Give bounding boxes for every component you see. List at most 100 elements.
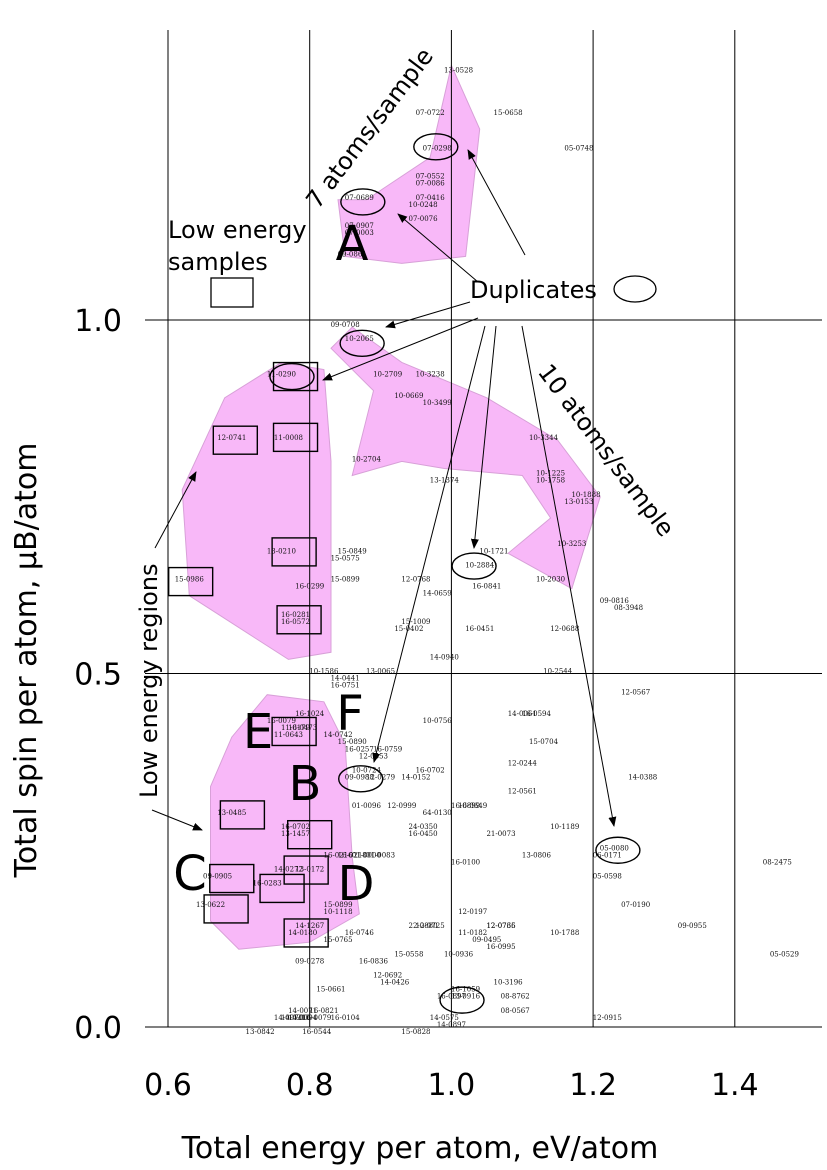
point-label: 09-0988: [345, 774, 374, 782]
point-label: 64-0130: [423, 809, 452, 817]
point-label: 15-0658: [494, 109, 523, 117]
low-energy-regions-label: Low energy regions: [135, 563, 163, 798]
region-2: [181, 361, 332, 660]
point-label: 08-0567: [501, 1007, 530, 1015]
duplicates-arrows: [322, 149, 617, 827]
point-label: 13-1457: [281, 830, 310, 838]
point-label: 16-0836: [359, 957, 389, 965]
region-3: [210, 694, 360, 950]
grid-layer: [145, 30, 822, 1028]
x-tick-label: 0.6: [144, 1068, 192, 1103]
point-label: 10-3344: [529, 434, 559, 442]
point-label: 10-3238: [416, 371, 445, 379]
point-label: 16-1059: [451, 986, 480, 994]
point-label: 10-1721: [479, 547, 508, 555]
point-label: 07-0076: [409, 215, 439, 223]
point-label: 12-0688: [550, 625, 579, 633]
box-marker: [272, 422, 319, 453]
point-label: 14-0441: [331, 675, 360, 683]
point-label: 09-0905: [203, 873, 232, 881]
point-label: 10-2704: [352, 455, 382, 463]
region-arrows: [151, 471, 203, 831]
point-label: 12-0725: [416, 922, 445, 930]
arrow-to-07-0689: [397, 213, 479, 283]
point-label: 10-0936: [444, 950, 474, 958]
duplicates-legend-ellipse: [613, 275, 657, 303]
point-label: 15-0402: [394, 625, 423, 633]
point-label: 14-0180: [288, 929, 317, 937]
point-label: 13-0153: [564, 498, 593, 506]
arrow-to-09-0988: [372, 325, 486, 763]
point-label: 09-0708: [331, 321, 360, 329]
point-label: 16-0759: [373, 745, 402, 753]
point-label: 10-1189: [550, 823, 579, 831]
point-label: 07-0722: [416, 109, 445, 117]
point-label: 10-1118: [323, 908, 352, 916]
box-marker: [283, 918, 329, 948]
point-label: 07-0552: [416, 173, 445, 181]
point-label: 16-0702: [281, 823, 310, 831]
box-marker: [212, 425, 259, 455]
point-label: 14-0742: [323, 731, 352, 739]
point-label: 16-0841: [472, 583, 501, 591]
x-axis-label: Total energy per atom, eV/atom: [181, 1131, 659, 1166]
point-label: 16-0450: [409, 830, 438, 838]
point-label: 10-2709: [373, 371, 402, 379]
low-energy-samples-line1: Low energy: [168, 216, 307, 244]
point-label: 14-0575: [430, 1014, 459, 1022]
point-label: 15-0849: [338, 547, 367, 555]
point-label: 01-0083: [366, 851, 395, 859]
point-label: 10-1788: [550, 929, 579, 937]
point-label: 10-2065: [345, 335, 374, 343]
region-letter-d: D: [338, 856, 375, 912]
duplicate-ellipse: [339, 329, 385, 358]
point-label: 05-0529: [770, 950, 799, 958]
x-tick-label: 1.0: [428, 1068, 476, 1103]
x-tick-label: 0.8: [286, 1068, 334, 1103]
point-label: 10-0724: [352, 766, 382, 774]
point-label: 14-0071: [288, 1007, 317, 1015]
point-label: 10-1888: [571, 491, 600, 499]
point-label: 10-2544: [543, 668, 573, 676]
point-label: 14-0940: [430, 653, 459, 661]
duplicate-ellipse: [338, 765, 384, 793]
point-label: 10-0669: [394, 392, 423, 400]
point-label: 13-0172: [295, 865, 324, 873]
y-tick-label: 0.0: [74, 1011, 122, 1046]
point-label: 15-0986: [175, 576, 205, 584]
point-label: 14-0210: [281, 1014, 310, 1022]
point-label: 12-0999: [387, 802, 416, 810]
point-label: 07-0416: [416, 194, 446, 202]
point-label: 09-0955: [678, 922, 707, 930]
point-label: 16-0702: [416, 766, 445, 774]
duplicate-ellipse: [269, 362, 315, 391]
arrow-to-11-0290: [322, 317, 479, 381]
point-label: 12-0197: [458, 908, 487, 916]
point-label: 16-0821: [309, 1007, 338, 1015]
point-label: 08-3948: [614, 604, 643, 612]
point-label: 16-0257: [345, 745, 374, 753]
point-label: 05-0598: [593, 873, 622, 881]
point-label: 15-1009: [401, 618, 430, 626]
point-label: 16-0899: [451, 802, 480, 810]
region-letter-a: A: [336, 216, 369, 272]
point-label: 10-0756: [423, 717, 453, 725]
point-label: 10-2884: [465, 561, 495, 569]
point-label: 13-1374: [430, 477, 460, 485]
point-label: 16-0544: [302, 1028, 332, 1036]
point-label: 15-0661: [316, 986, 345, 994]
point-label: 13-0210: [267, 547, 296, 555]
point-label: 01-0096: [352, 802, 382, 810]
point-label: 10-2030: [536, 576, 565, 584]
duplicate-ellipse: [413, 133, 459, 161]
point-label: 22-0880: [409, 922, 438, 930]
point-label: 16-0281: [281, 611, 310, 619]
point-label: 05-0748: [564, 144, 593, 152]
point-label: 16-0216: [323, 851, 353, 859]
duplicate-ellipse: [340, 188, 386, 216]
region-1: [330, 326, 601, 590]
